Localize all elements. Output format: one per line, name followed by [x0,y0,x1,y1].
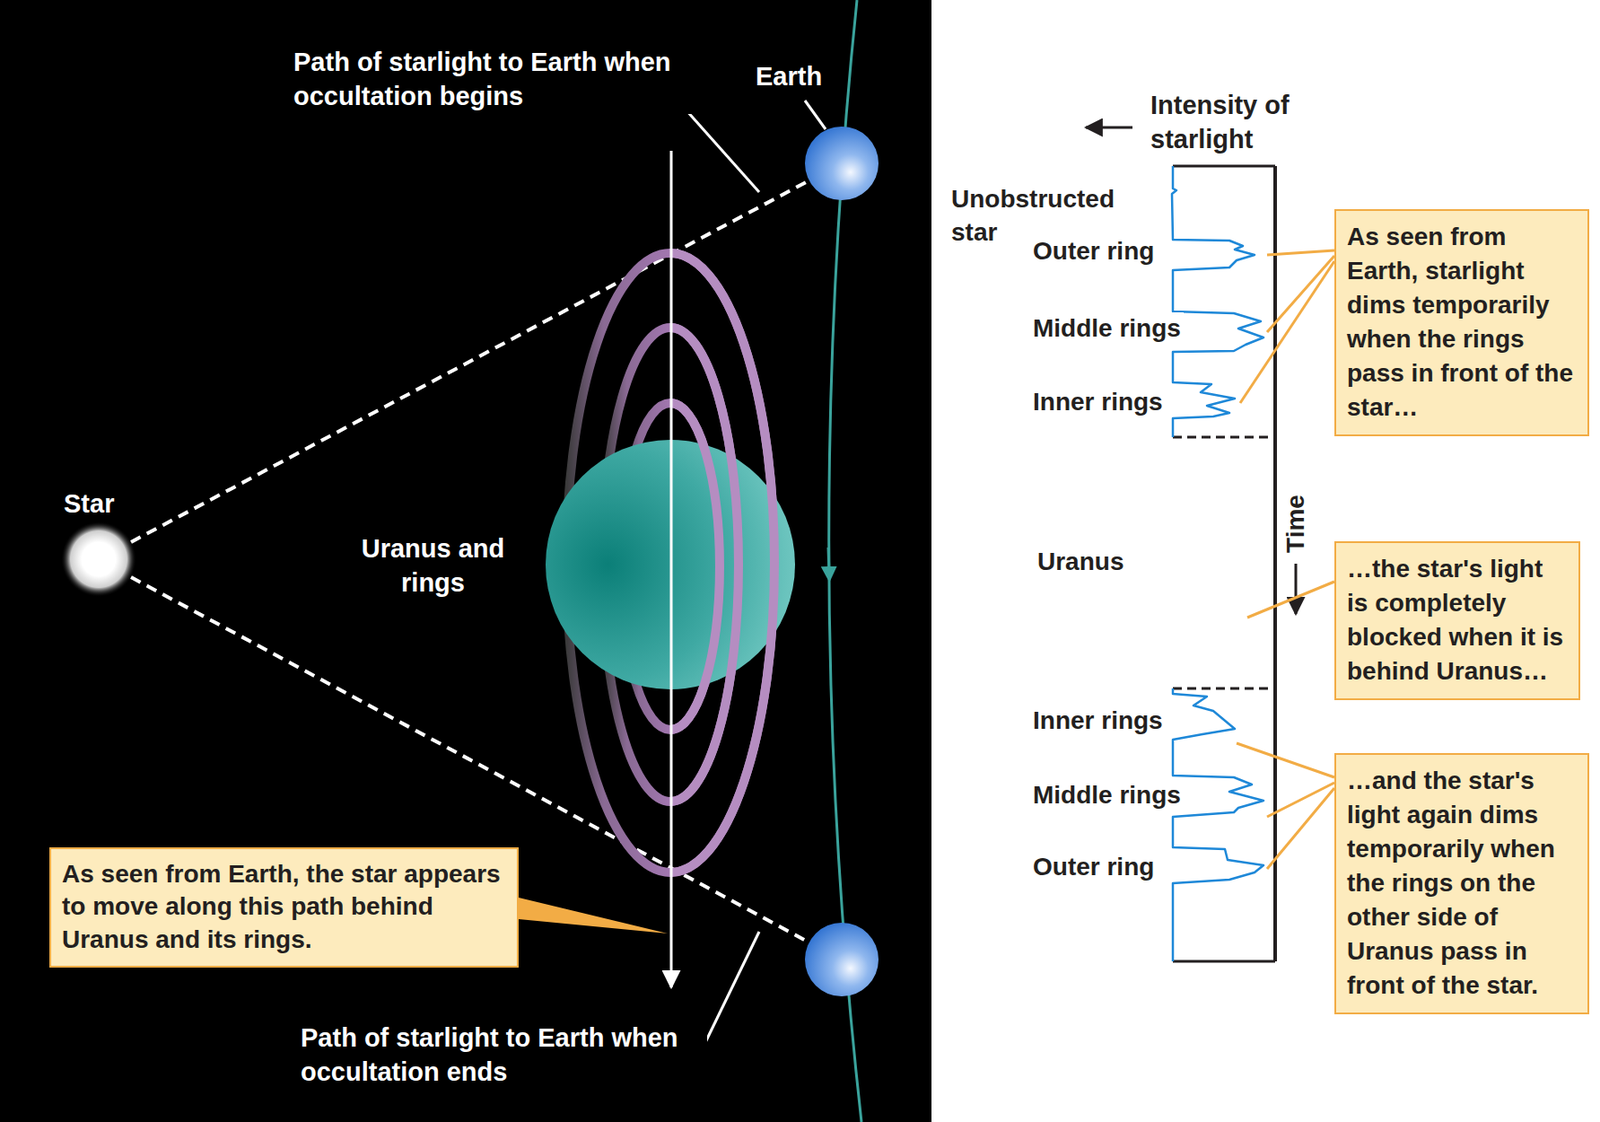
callout-text: As seen from Earth, the star appears to … [61,857,507,956]
intensity-trace [1171,166,1264,962]
curve-label: Uranus [1034,545,1127,579]
curve-label: Outer ring [1030,850,1157,884]
space-background [0,0,932,1122]
callout-box: As seen from Earth, the star appears to … [49,847,519,968]
orbit-arrow [828,547,830,575]
axis-label: Time [1279,491,1313,556]
leader-lines [671,93,826,1063]
axis-label: Intensity of starlight [1147,87,1347,158]
apparent-star-path [670,150,674,988]
curve-label: Outer ring [1030,235,1157,269]
callout-leaders [1236,250,1335,869]
earth-globe [804,126,879,201]
earth-globe [804,922,879,997]
curve-label: Middle rings [1030,778,1184,813]
callout-box: As seen from Earth, starlight dims tempo… [1334,209,1590,437]
planet-label: Uranus and rings [351,531,515,601]
planet-label: Earth [752,59,825,94]
star [61,521,137,597]
curve-label: Inner rings [1030,385,1166,420]
curve-label: Inner rings [1030,704,1166,738]
callout-text: …the star's light is completely blocked … [1346,551,1568,689]
callout-text: …and the star's light again dims tempora… [1346,763,1577,1004]
curve-label: Middle rings [1030,312,1184,346]
callout-pointer [518,897,668,934]
annotation-label: Path of starlight to Earth when occultat… [290,44,700,114]
annotation-label: Path of starlight to Earth when occultat… [297,1020,708,1090]
callout-box: …the star's light is completely blocked … [1334,541,1581,700]
ring-front [670,253,775,873]
callout-text: As seen from Earth, starlight dims tempo… [1346,219,1577,425]
star-label: Star [61,486,117,521]
callout-box: …and the star's light again dims tempora… [1334,752,1590,1015]
